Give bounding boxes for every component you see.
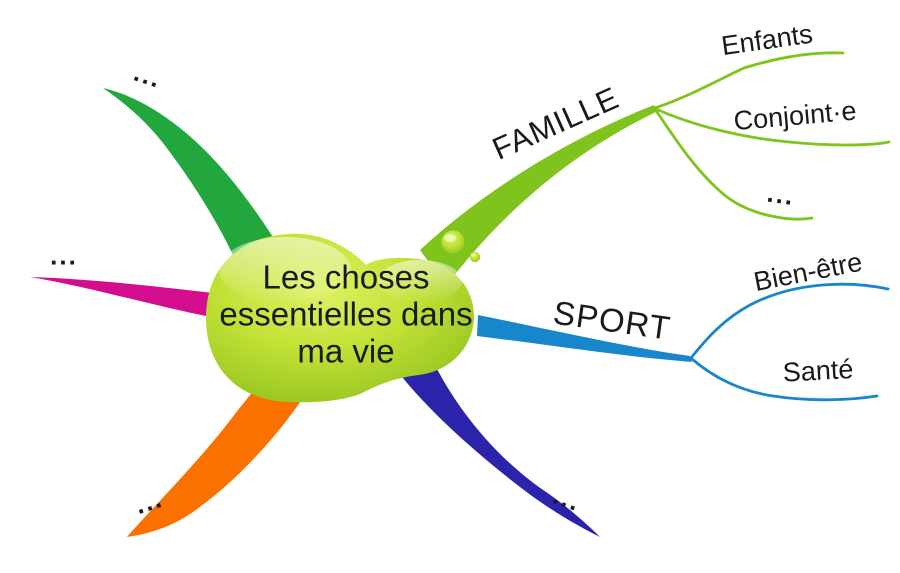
branch-curve-famille[interactable]: [420, 105, 658, 286]
bubble-small-gloss: [470, 253, 477, 257]
branch-curve-bottom-left[interactable]: [127, 363, 309, 537]
branch-curve-top-left[interactable]: [103, 88, 287, 287]
bubble-large: [441, 230, 465, 254]
subbranch-curve-conjoint[interactable]: [654, 107, 891, 147]
subbranch-label-sante[interactable]: Santé: [781, 354, 855, 388]
branch-curve-left[interactable]: [30, 277, 213, 317]
subbranch-curve-bien-etre[interactable]: [689, 282, 890, 360]
subbranch-curve-enfants[interactable]: [653, 51, 845, 110]
bubble-large-gloss: [444, 234, 456, 242]
blob-gloss-left: [219, 237, 351, 303]
subbranch-curve-famille-more[interactable]: [653, 107, 814, 221]
subbranch-label-famille-more[interactable]: ...: [765, 177, 797, 212]
branch-curve-bottom-right[interactable]: [398, 369, 600, 537]
branch-curve-sport[interactable]: [477, 315, 692, 362]
branch-label-left-more[interactable]: ...: [50, 240, 78, 271]
subbranch-curve-sante[interactable]: [690, 357, 879, 402]
blob-gloss-right: [378, 260, 462, 302]
central-topic-text[interactable]: Les choses essentielles dans ma vie: [219, 258, 473, 370]
